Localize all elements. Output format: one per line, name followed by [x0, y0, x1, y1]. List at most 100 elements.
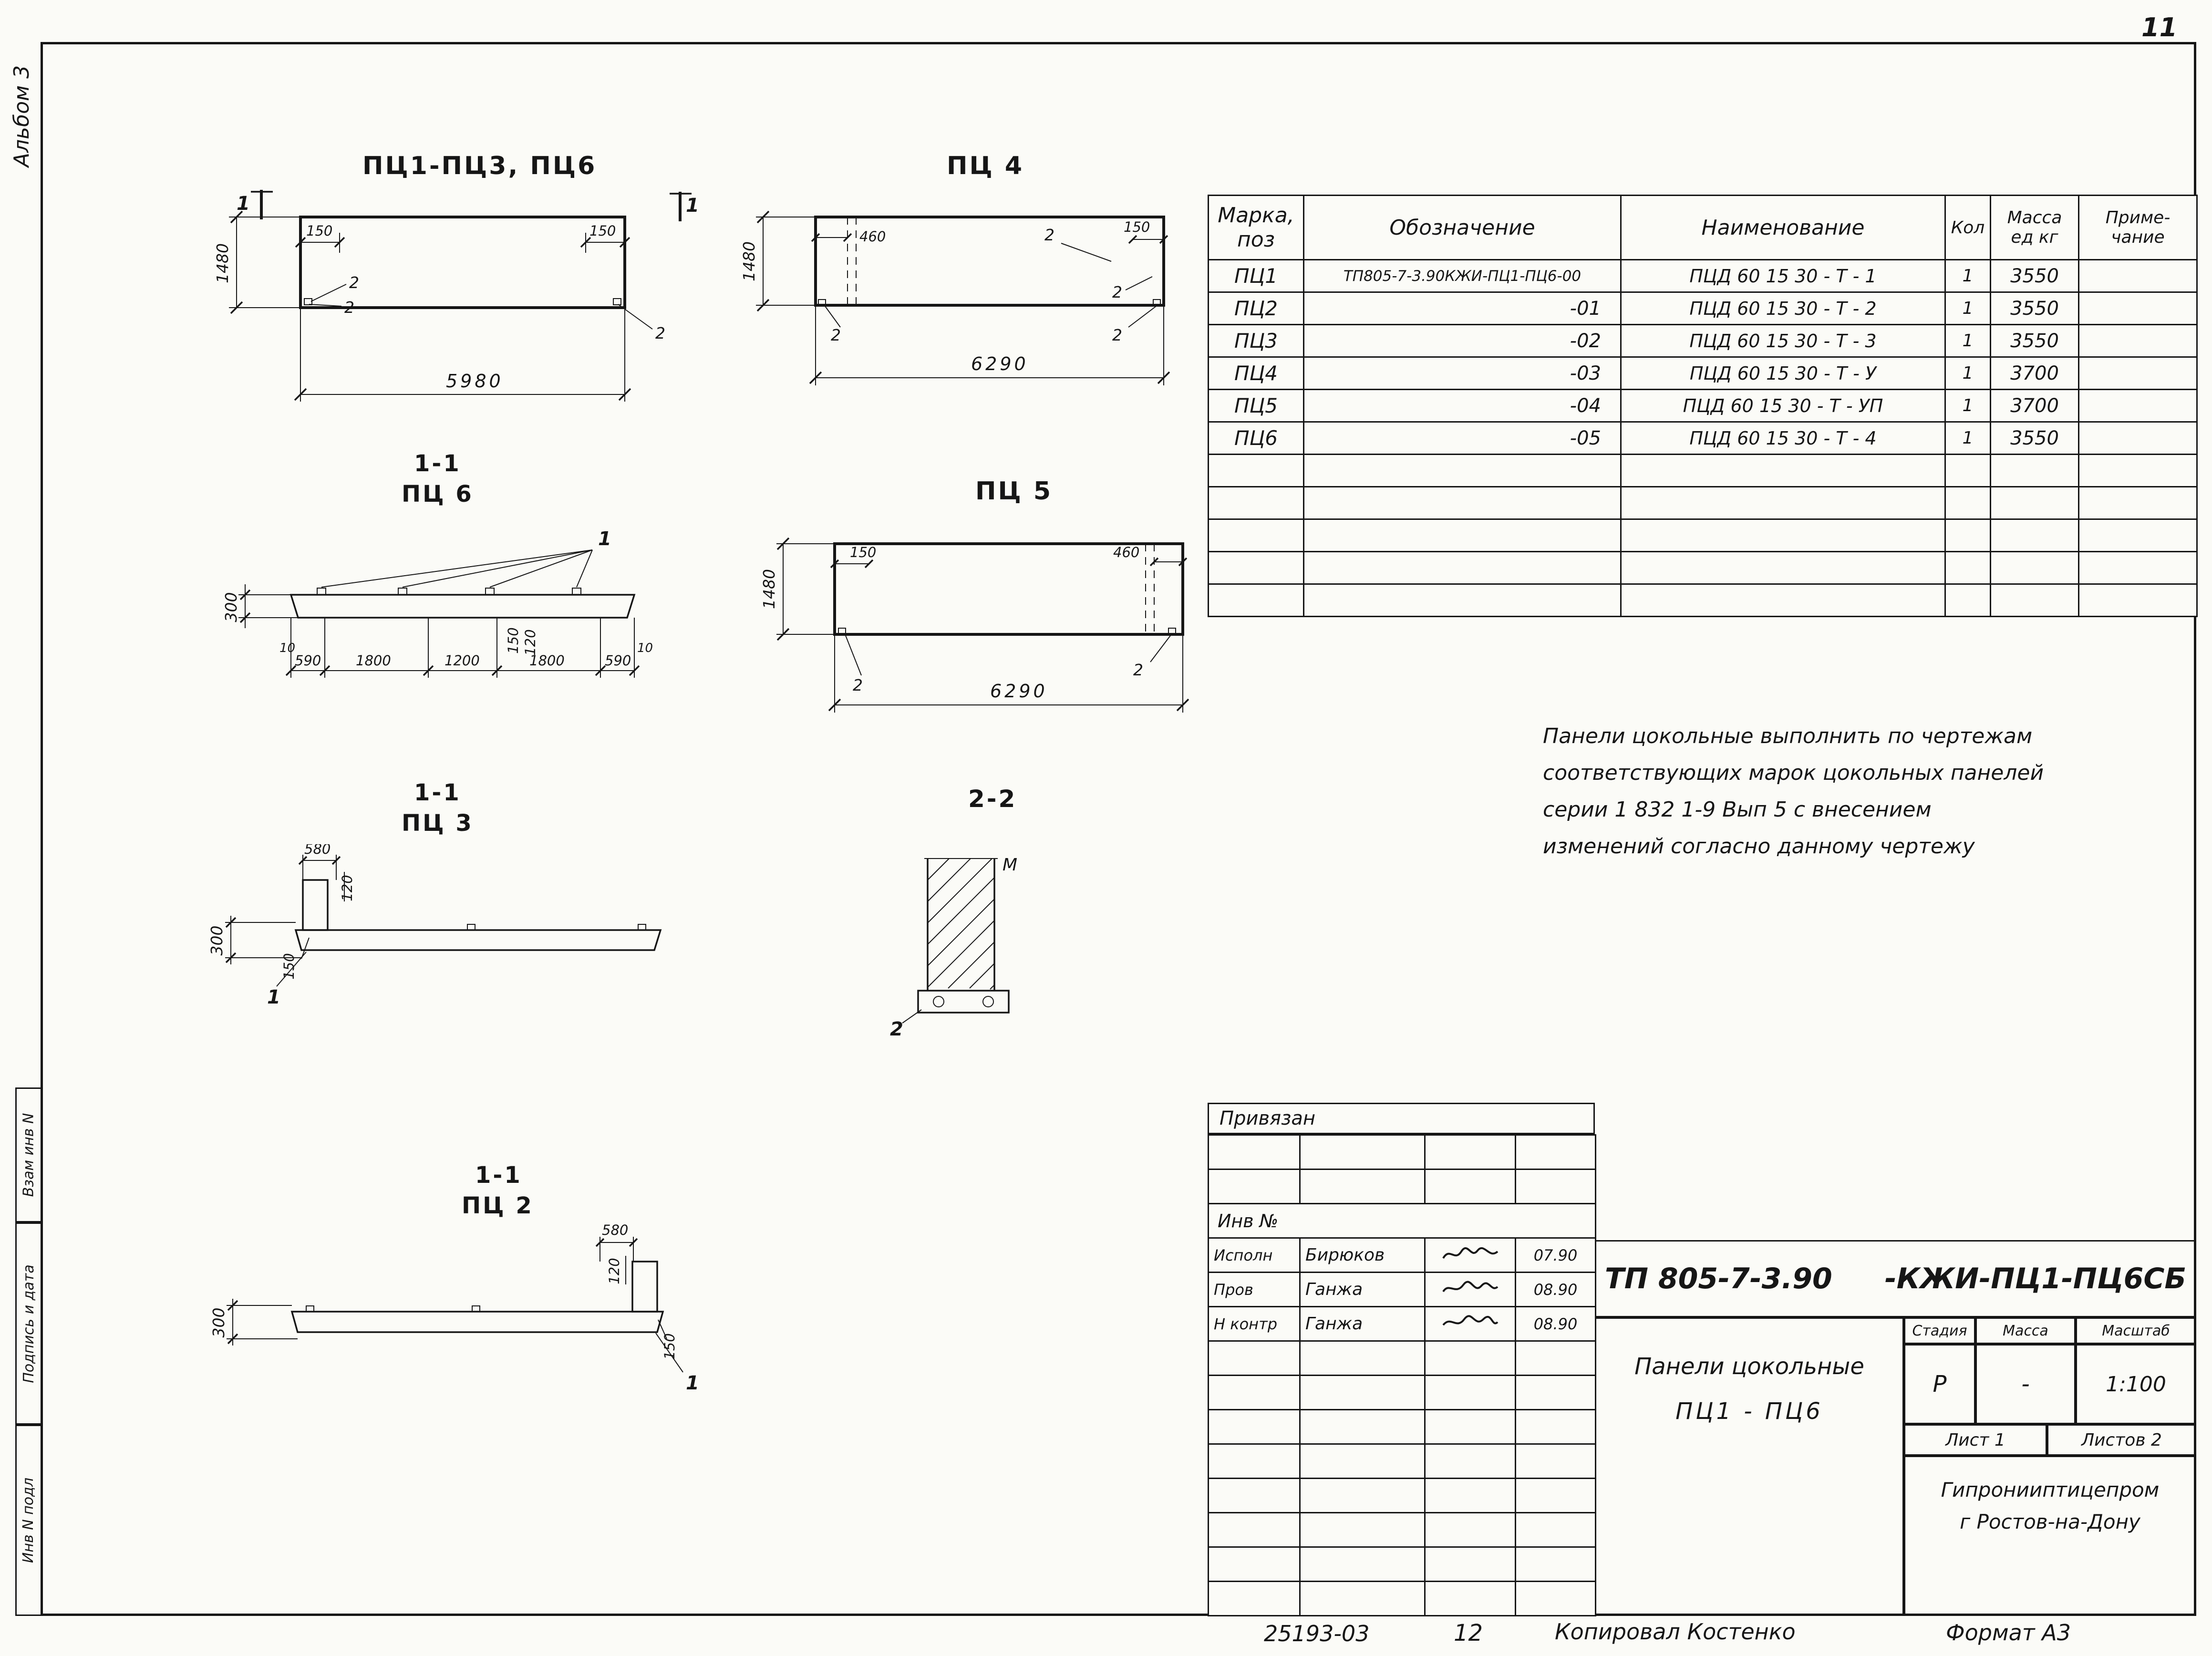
- organization-name: Гипронииптицепром: [1941, 1478, 2160, 1501]
- cell-mass: 3700: [1990, 356, 2079, 390]
- sign-role: Н контр: [1208, 1306, 1301, 1342]
- cell-mass: 3550: [1990, 324, 2079, 358]
- empty-row: [1208, 1340, 1596, 1376]
- empty-row: [1208, 1134, 1596, 1170]
- profile-outline: [290, 1261, 664, 1333]
- drawing-title-line1: Панели цокольные: [1634, 1353, 1864, 1380]
- title-pc2-label: ПЦ 2: [462, 1192, 534, 1219]
- title-pc5: ПЦ 5: [975, 477, 1053, 506]
- sign-name: Ганжа: [1299, 1306, 1426, 1342]
- sidebar-box-vzam: Взам инв N: [15, 1087, 42, 1222]
- sign-name: Ганжа: [1299, 1272, 1426, 1307]
- dim-6290: 6290: [990, 681, 1048, 702]
- cell-mark: ПЦ3: [1208, 324, 1304, 358]
- sheet-cell: Лист 1: [1904, 1424, 2047, 1456]
- cell-mark: ПЦ6: [1208, 421, 1304, 455]
- title-pc6-label: ПЦ 6: [402, 481, 474, 507]
- dim-150-left: 150: [306, 223, 332, 239]
- table-row: ПЦ5 -04 ПЦД 60 15 30 - Т - УП 1 3700: [1208, 389, 2198, 423]
- document-code-cell: ТП 805-7-3.90 -КЖИ-ПЦ1-ПЦ6СБ: [1595, 1240, 2196, 1317]
- cell-mass: 3550: [1990, 259, 2079, 293]
- spec-header-row: Марка, поз Обозначение Наименование Кол …: [1208, 195, 2198, 260]
- footer-sheet-number: 12: [1454, 1620, 1483, 1646]
- cell-name: ПЦД 60 15 30 - Т - 4: [1620, 421, 1946, 455]
- cut-label-1-left: 1: [237, 193, 250, 215]
- document-code-part1: ТП 805-7-3.90: [1604, 1262, 1832, 1295]
- cell-name: ПЦД 60 15 30 - Т - 2: [1620, 291, 1946, 325]
- empty-row: [1208, 454, 2198, 487]
- note-line-4: изменений согласно данному чертежу: [1543, 834, 1975, 859]
- title-pc1-pc3-pc6: ПЦ1-ПЦ3, ПЦ6: [362, 152, 597, 180]
- dimension-lines: [225, 855, 345, 987]
- marker-2-c: 2: [655, 324, 665, 342]
- cell-qty: 1: [1944, 421, 1991, 455]
- note-line-3: серии 1 832 1-9 Вып 5 с внесением: [1543, 797, 1932, 822]
- profile-outline: [294, 879, 662, 951]
- marker-2-right: 2: [1133, 661, 1143, 679]
- marker-2-right: 2: [1112, 283, 1122, 301]
- empty-row: [1208, 1375, 1596, 1410]
- col-header-qty: Кол: [1944, 195, 1991, 260]
- table-row: ПЦ1 ТП805-7-3.90КЖИ-ПЦ1-ПЦ6-00 ПЦД 60 15…: [1208, 259, 2198, 293]
- document-code-part2: -КЖИ-ПЦ1-ПЦ6СБ: [1884, 1262, 2187, 1295]
- sign-date: 08.90: [1515, 1272, 1596, 1307]
- leader-label-2: 2: [890, 1018, 903, 1040]
- dim-6290: 6290: [971, 353, 1029, 374]
- dim-150: 150: [1124, 219, 1150, 235]
- dimension-lines: [227, 1237, 683, 1373]
- dimension-lines: [238, 584, 640, 678]
- cell-qty: 1: [1944, 324, 1991, 358]
- column-outline: [924, 858, 998, 991]
- cell-designation: -01: [1303, 291, 1622, 325]
- dim-300: 300: [207, 926, 226, 956]
- album-label-box: Альбом 3: [3, 42, 41, 190]
- page-number: 11: [2141, 12, 2178, 42]
- leader-label-1: 1: [598, 528, 611, 550]
- col-header-mark-line1: Марка,: [1218, 203, 1294, 228]
- col-header-designation: Обозначение: [1303, 195, 1622, 260]
- drawing-title-line2: ПЦ1 - ПЦ6: [1675, 1398, 1823, 1425]
- title-section-1-1-pc3: 1-1: [414, 779, 461, 806]
- sheet-row: Лист 1 Листов 2: [1904, 1424, 2196, 1456]
- empty-row: [1208, 583, 2198, 617]
- spec-table: Марка, поз Обозначение Наименование Кол …: [1208, 195, 2198, 617]
- dim-300: 300: [209, 1308, 228, 1338]
- title-section-1-1-pc2: 1-1: [475, 1162, 522, 1189]
- dim-150: 150: [505, 627, 521, 653]
- marker-2-left: 2: [853, 676, 863, 694]
- sidebar-label-vzam: Взам инв N: [20, 1113, 37, 1197]
- cell-note: [2078, 324, 2198, 358]
- title-pc4: ПЦ 4: [947, 152, 1024, 180]
- dim-1480: 1480: [213, 243, 232, 283]
- sidebar-label-podpis: Подпись и дата: [20, 1264, 37, 1383]
- dim-460: 460: [1113, 544, 1139, 560]
- dim-1800-right: 1800: [529, 652, 565, 669]
- marker-2-b: 2: [344, 298, 354, 317]
- marker-2-a: 2: [349, 273, 359, 292]
- sign-role: Пров: [1208, 1272, 1301, 1307]
- section-cut-marks: [251, 190, 692, 221]
- sign-row: Пров Ганжа 08.90: [1208, 1272, 1596, 1307]
- cell-note: [2078, 356, 2198, 390]
- cell-designation: -02: [1303, 324, 1622, 358]
- sign-row: Исполн Бирюков 07.90: [1208, 1237, 1596, 1273]
- signature-scribble: [1442, 1247, 1498, 1259]
- sign-row: Н контр Ганжа 08.90: [1208, 1306, 1596, 1342]
- col-header-mark: Марка, поз: [1208, 195, 1304, 260]
- dim-580: 580: [602, 1222, 628, 1238]
- col-header-note-line2: чание: [2111, 228, 2165, 247]
- cell-qty: 1: [1944, 389, 1991, 423]
- dim-300: 300: [222, 592, 240, 622]
- dim-580: 580: [304, 844, 331, 857]
- marker-2-bottom-left: 2: [831, 326, 841, 344]
- section-1-1-pc2-drawing: 580 120 150 300 1: [209, 1222, 699, 1394]
- empty-row: [1208, 518, 2198, 552]
- dim-10-left: 10: [279, 641, 295, 655]
- album-label: Альбом 3: [10, 65, 34, 167]
- dim-1480: 1480: [740, 241, 758, 281]
- col-header-mass: Масса ед кг: [1990, 195, 2079, 260]
- note-line-1: Панели цокольные выполнить по чертежам: [1543, 724, 2033, 748]
- dim-1480: 1480: [760, 569, 778, 609]
- cell-qty: 1: [1944, 291, 1991, 325]
